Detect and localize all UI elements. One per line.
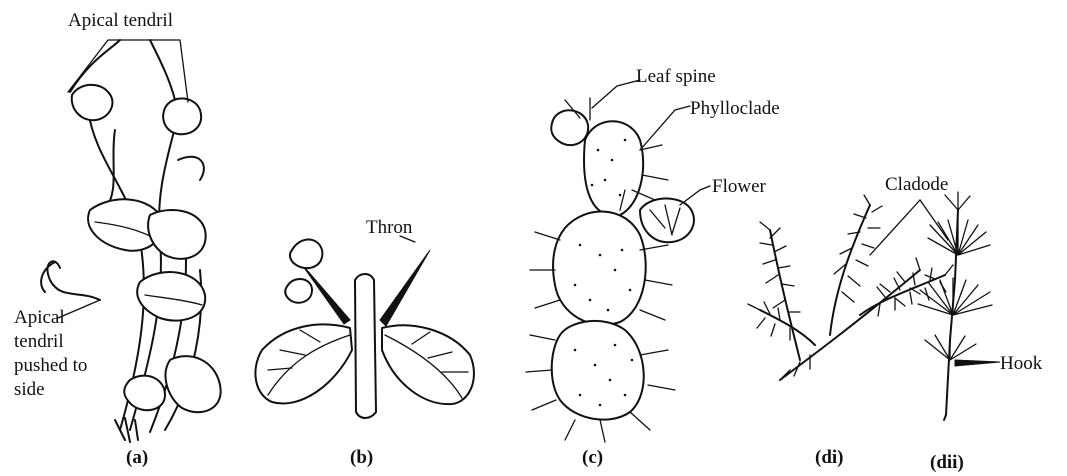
label-phylloclade: Phylloclade [690, 98, 780, 119]
caption-a: (a) [126, 447, 148, 468]
label-hook: Hook [1000, 353, 1043, 374]
figure-di-cladode-branch [748, 195, 953, 380]
label-apical-tendril: Apical tendril [68, 10, 173, 31]
figure-a-tendril-plant [41, 40, 221, 442]
cladode-clusters-di [748, 195, 953, 380]
cladode-whorl-lower [925, 335, 976, 360]
label-flower: Flower [712, 176, 767, 197]
cladode-whorl-upper [928, 192, 990, 255]
figure-b-thorn-stem [255, 236, 474, 418]
caption-di: (di) [815, 447, 844, 468]
label-cladode: Cladode [885, 174, 948, 195]
caption-c: (c) [582, 447, 603, 468]
label-leaf-spine: Leaf spine [636, 66, 716, 87]
figure-c-phylloclade [526, 80, 710, 442]
label-apical-tendril-side-line1: Apical [14, 307, 65, 328]
label-apical-tendril-side-line2: tendril [14, 331, 64, 352]
label-apical-tendril-side-line4: side [14, 379, 45, 400]
caption-dii: (dii) [930, 452, 964, 473]
label-thorn: Thron [366, 217, 413, 238]
caption-b: (b) [350, 447, 373, 468]
label-apical-tendril-side-line3: pushed to [14, 355, 87, 376]
figure-dii-cladode-hook [870, 192, 1000, 420]
